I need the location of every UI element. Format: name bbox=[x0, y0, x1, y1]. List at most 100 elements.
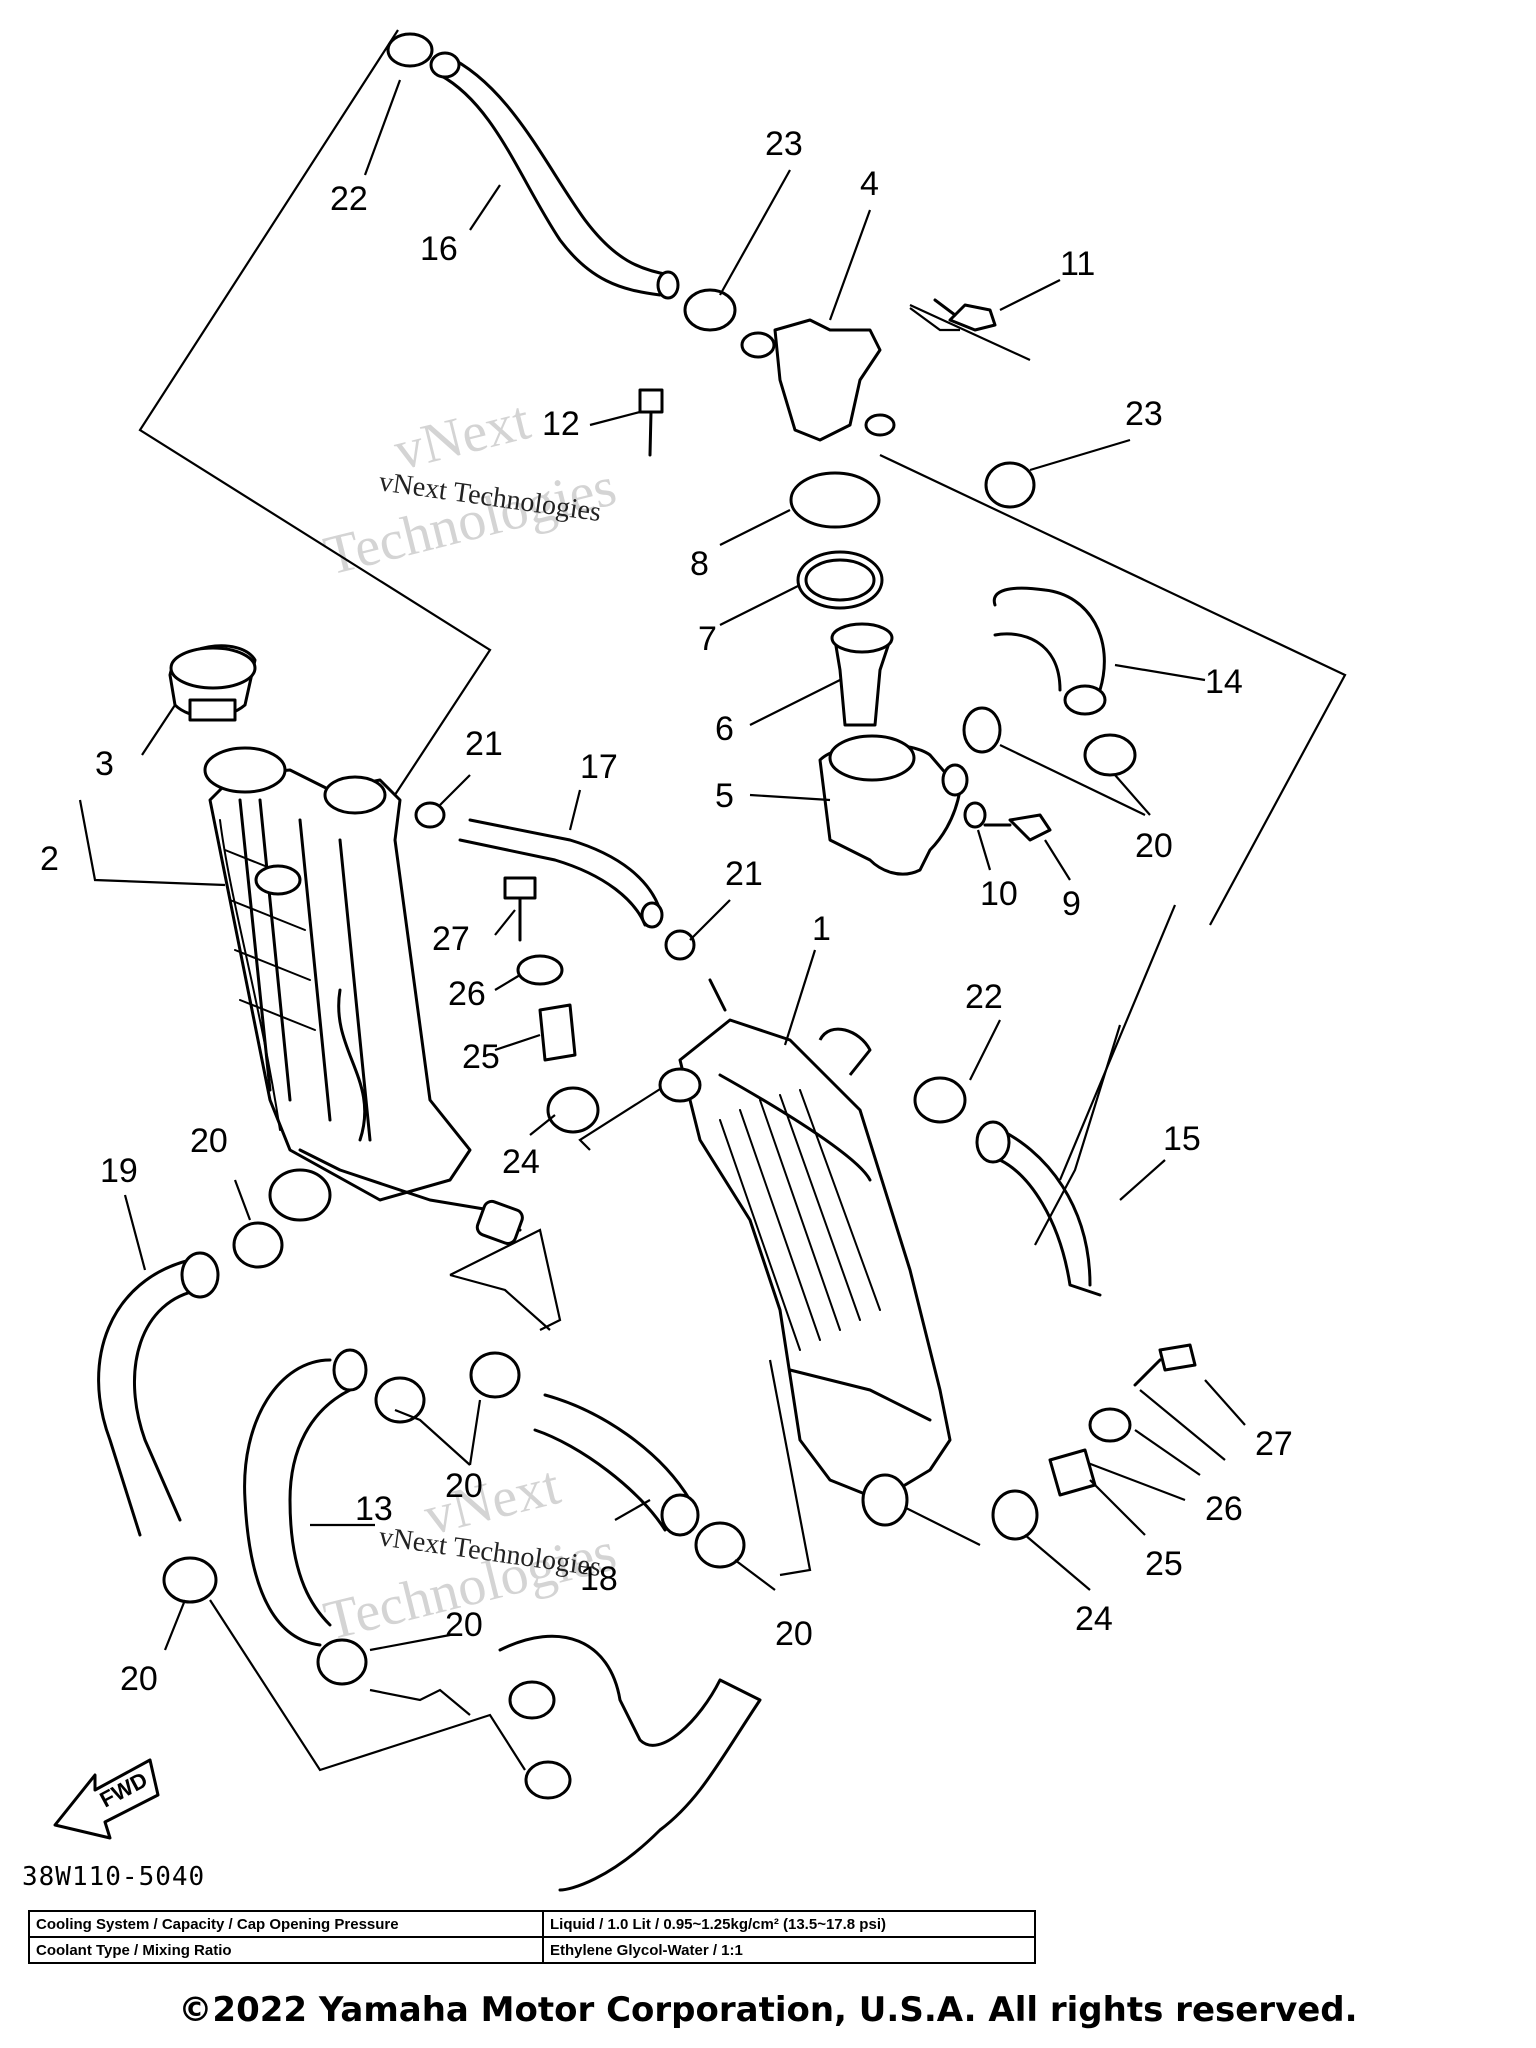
label-21-lower: 21 bbox=[725, 855, 763, 893]
hose-13 bbox=[243, 1348, 368, 1647]
clamp-20-hose13 bbox=[374, 1376, 426, 1424]
thermostat-housing-5 bbox=[818, 734, 969, 876]
watermark-brand-1: vNext bbox=[388, 389, 536, 482]
catalog-number: 38W110-5040 bbox=[22, 1862, 206, 1892]
label-25-left: 25 bbox=[462, 1038, 500, 1076]
label-20-middle: 20 bbox=[445, 1467, 483, 1505]
label-20-right: 20 bbox=[775, 1615, 813, 1653]
spec-row: Coolant Type / Mixing Ratio Ethylene Gly… bbox=[28, 1936, 1036, 1964]
spec-table: Cooling System / Capacity / Cap Opening … bbox=[28, 1910, 1036, 1964]
clamp-23-right bbox=[984, 461, 1036, 509]
label-26-right: 26 bbox=[1205, 1490, 1243, 1528]
hose-19 bbox=[97, 1251, 220, 1537]
fasteners bbox=[503, 298, 1197, 1541]
clamp-20-hose18-right bbox=[694, 1521, 746, 1569]
label-7: 7 bbox=[698, 620, 717, 658]
label-5: 5 bbox=[715, 777, 734, 815]
label-12: 12 bbox=[542, 405, 580, 443]
label-19: 19 bbox=[100, 1152, 138, 1190]
label-4: 4 bbox=[860, 165, 879, 203]
label-20-bottom: 20 bbox=[445, 1606, 483, 1644]
label-20-lower-left: 20 bbox=[120, 1660, 158, 1698]
gasket-7-inner bbox=[804, 558, 876, 602]
label-18: 18 bbox=[580, 1560, 618, 1598]
clamp-22-right bbox=[913, 1076, 967, 1124]
hose-clamps bbox=[162, 32, 1137, 1686]
bolt-9 bbox=[1008, 813, 1052, 842]
label-27-right: 27 bbox=[1255, 1425, 1293, 1463]
label-23-top: 23 bbox=[765, 125, 803, 163]
washer-10 bbox=[963, 801, 987, 829]
label-6: 6 bbox=[715, 710, 734, 748]
washer-26-left bbox=[516, 954, 564, 986]
bolt-11 bbox=[948, 303, 997, 332]
hose-16 bbox=[429, 51, 680, 300]
label-25-right: 25 bbox=[1145, 1545, 1183, 1583]
bolt-27-right-head bbox=[1158, 1343, 1197, 1372]
engine-outline bbox=[498, 1634, 762, 1892]
label-21-upper: 21 bbox=[465, 725, 503, 763]
bolt-27-left-head bbox=[503, 876, 537, 900]
clamp-20-thermo bbox=[962, 706, 1002, 754]
label-14: 14 bbox=[1205, 663, 1243, 701]
bolt-12-head bbox=[638, 388, 664, 414]
clamp-21-upper bbox=[414, 801, 446, 829]
clamp-20-hose14 bbox=[1083, 733, 1137, 777]
gasket-7 bbox=[796, 550, 884, 610]
clamp-23-upper bbox=[683, 288, 737, 332]
label-15: 15 bbox=[1163, 1120, 1201, 1158]
label-8: 8 bbox=[690, 545, 709, 583]
clamp-21-lower bbox=[664, 929, 696, 961]
copyright-notice: ©2022 Yamaha Motor Corporation, U.S.A. A… bbox=[178, 1990, 1358, 2030]
grouping-lines bbox=[138, 29, 1347, 1772]
label-13: 13 bbox=[355, 1490, 393, 1528]
label-9: 9 bbox=[1062, 885, 1081, 923]
label-23-right: 23 bbox=[1125, 395, 1163, 433]
label-2: 2 bbox=[40, 840, 59, 878]
label-20-thermo: 20 bbox=[1135, 827, 1173, 865]
radiator-cap bbox=[168, 644, 257, 722]
clamp-20-hose19 bbox=[162, 1556, 218, 1604]
grommet-24-right bbox=[991, 1489, 1039, 1541]
thermostat-cover-4 bbox=[740, 318, 896, 442]
hose-18 bbox=[533, 1393, 700, 1537]
fwd-arrow: FWD bbox=[53, 1758, 160, 1840]
label-10: 10 bbox=[980, 875, 1018, 913]
hose-17 bbox=[458, 818, 664, 929]
label-17: 17 bbox=[580, 748, 618, 786]
label-16: 16 bbox=[420, 230, 458, 268]
engine-port-lower bbox=[524, 1760, 572, 1800]
clamp-22-top bbox=[386, 32, 434, 68]
hose-14 bbox=[992, 586, 1107, 716]
grommet-24-left bbox=[546, 1086, 600, 1134]
clamp-20-left bbox=[232, 1221, 284, 1269]
clamp-20-bottom bbox=[316, 1638, 368, 1686]
label-11: 11 bbox=[1060, 245, 1095, 283]
left-radiator bbox=[203, 746, 524, 1246]
label-leaders bbox=[78, 79, 1246, 1652]
label-20-left: 20 bbox=[190, 1122, 228, 1160]
label-22-right: 22 bbox=[965, 978, 1003, 1016]
label-24-left: 24 bbox=[502, 1143, 540, 1181]
label-27-left: 27 bbox=[432, 920, 470, 958]
label-1: 1 bbox=[812, 910, 831, 948]
spec-key: Coolant Type / Mixing Ratio bbox=[28, 1936, 544, 1964]
washer-26-right bbox=[1088, 1407, 1132, 1443]
collar-25-left bbox=[538, 1003, 577, 1062]
spec-key: Cooling System / Capacity / Cap Opening … bbox=[28, 1910, 544, 1938]
collar-25-right bbox=[1048, 1448, 1097, 1497]
spec-row: Cooling System / Capacity / Cap Opening … bbox=[28, 1910, 1036, 1938]
clamp-20-hose18-left bbox=[469, 1351, 521, 1399]
right-radiator bbox=[658, 978, 952, 1527]
hose-15 bbox=[975, 1120, 1102, 1297]
label-26-left: 26 bbox=[448, 975, 486, 1013]
part-labels: 22 16 23 4 11 12 23 8 7 6 5 14 20 10 9 3… bbox=[40, 125, 1293, 1698]
label-24-right: 24 bbox=[1075, 1600, 1113, 1638]
thermostat-6 bbox=[830, 622, 894, 727]
o-ring-8 bbox=[789, 471, 881, 529]
label-3: 3 bbox=[95, 745, 114, 783]
spec-value: Liquid / 1.0 Lit / 0.95~1.25kg/cm² (13.5… bbox=[542, 1910, 1036, 1938]
engine-port-upper bbox=[508, 1680, 556, 1720]
spec-value: Ethylene Glycol-Water / 1:1 bbox=[542, 1936, 1036, 1964]
